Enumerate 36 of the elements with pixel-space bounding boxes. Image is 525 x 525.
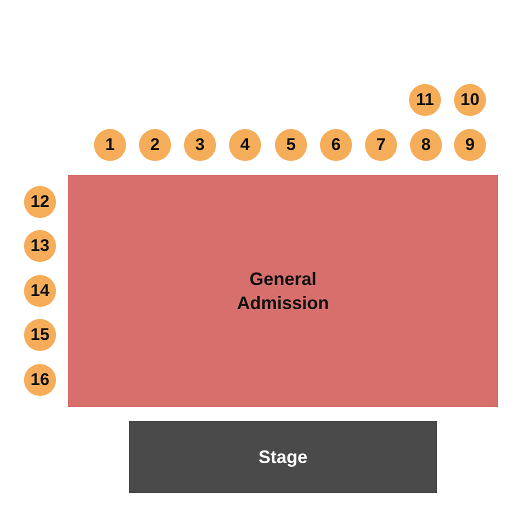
section-number: 15 [30,325,50,345]
stage-area [129,421,437,493]
section-number: 13 [30,236,50,256]
section-number: 6 [331,135,341,155]
stage-label: Stage [258,446,308,469]
seat-section-circle [24,186,56,218]
seat-section-circle [320,129,352,161]
general-admission-area [68,175,498,407]
seat-section-circle [454,129,486,161]
section-number: 14 [30,281,50,301]
section-number: 2 [150,135,160,155]
section-number: 3 [195,135,205,155]
seat-section-circle [409,84,441,116]
seat-section-circle [139,129,171,161]
seat-section-circle [24,364,56,396]
seat-section-circle [24,230,56,262]
seat-section-circle [454,84,486,116]
seat-section-circle [410,129,442,161]
section-number: 1 [105,135,115,155]
section-number: 8 [421,135,431,155]
section-number: 9 [465,135,475,155]
seat-section-circle [184,129,216,161]
seat-section-circle [24,275,56,307]
seat-section-circle [275,129,307,161]
seat-section-circle [229,129,261,161]
section-number: 4 [240,135,250,155]
section-number: 7 [376,135,386,155]
section-number: 5 [286,135,296,155]
seat-section-circle [24,319,56,351]
seat-section-circle [365,129,397,161]
area-label: General Admission [236,268,330,315]
section-number: 16 [30,370,50,390]
seat-section-circle [94,129,126,161]
section-number: 10 [460,90,480,110]
section-number: 12 [30,192,50,212]
section-number: 11 [416,90,434,110]
